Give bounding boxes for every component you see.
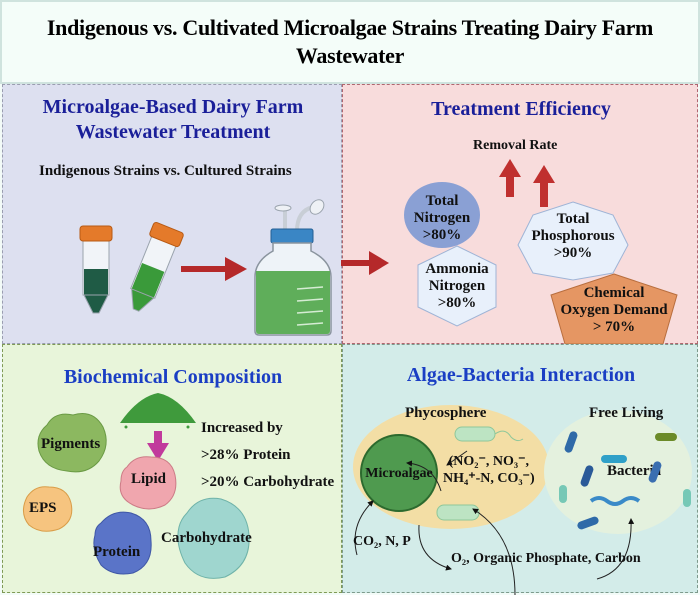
falcon-tube-indigenous-icon	[79, 225, 113, 314]
eps-blob	[23, 486, 73, 532]
increase-label: Increased by	[201, 420, 283, 436]
phycosphere-label: Phycosphere	[405, 405, 487, 421]
arrow-right-icon	[181, 257, 247, 281]
inputs-label: CO₂, N, P	[353, 534, 411, 549]
removal-rate-label: Removal Rate	[473, 138, 558, 153]
treatment-heading: Microalgae-Based Dairy Farm Wastewater T…	[3, 95, 343, 145]
strains-subtitle: Indigenous Strains vs. Cultured Strains	[39, 163, 292, 179]
bacteria-label: Bacteria	[607, 463, 662, 479]
free-living-bacteria-icon	[559, 431, 691, 530]
component-pigments: Pigments	[41, 436, 101, 452]
increase-carbohydrate: >20% Carbohydrate	[201, 474, 335, 490]
microalgae-label: Microalgae	[365, 466, 433, 481]
component-eps: EPS	[29, 500, 57, 516]
component-carbohydrate: Carbohydrate	[161, 530, 252, 546]
protein-blob	[93, 511, 152, 575]
total-phosphorous-heptagon	[517, 201, 629, 281]
ammonia-nitrogen-hexagon	[417, 245, 497, 327]
arrow-up-icon	[533, 165, 555, 207]
outputs-label: O₂, Organic Phosphate, Carbon	[451, 551, 641, 566]
free-living-region	[544, 410, 692, 534]
algae-powder-icon	[120, 393, 196, 429]
metric-total-nitrogen: Total Nitrogen >80%	[413, 193, 471, 243]
microalgae-cell-icon	[360, 434, 438, 512]
falcon-tube-cultured-icon	[130, 221, 184, 312]
flow-arrows-icon	[354, 450, 635, 595]
panel-algae-bacteria-interaction: Algae-Bacteria Interaction Phycosphere M…	[342, 344, 698, 595]
metric-total-phosphorous: Total Phosphorous >90%	[531, 211, 615, 261]
page-title: Indigenous vs. Cultivated Microalgae Str…	[0, 0, 700, 84]
metric-ammonia-nitrogen: Ammonia Nitrogen >80%	[425, 261, 489, 311]
free-living-label: Free Living	[589, 405, 664, 421]
efficiency-heading: Treatment Efficiency	[431, 98, 611, 120]
pigments-blob	[37, 413, 107, 473]
metric-chemical-oxygen-demand: Chemical Oxygen Demand > 70%	[560, 285, 668, 335]
panel-treatment-efficiency: Treatment Efficiency Removal Rate Total …	[341, 84, 698, 345]
increase-protein: >28% Protein	[201, 447, 291, 463]
culture-bottle-icon	[254, 199, 332, 336]
total-nitrogen-ellipse	[404, 182, 480, 248]
component-protein: Protein	[93, 544, 141, 560]
interaction-heading: Algae-Bacteria Interaction	[406, 364, 636, 386]
bacterium-icon	[454, 426, 524, 442]
treatment-heading-line1: Microalgae-Based Dairy Farm	[42, 96, 304, 118]
increase-summary: Increased by >28% Protein >20% Carbohydr…	[201, 415, 334, 496]
carbohydrate-blob	[177, 497, 250, 579]
arrow-right-icon	[341, 251, 389, 275]
nutrients-label: (NO₂⁻, NO₃⁻, NH₄⁺-N, CO₃⁻)	[443, 454, 535, 486]
lipid-blob	[119, 456, 177, 510]
panel-biochemical-composition: Biochemical Composition Pigments Lipid E…	[2, 344, 342, 593]
biochemical-heading: Biochemical Composition	[63, 366, 283, 388]
treatment-heading-line2: Wastewater Treatment	[75, 121, 271, 143]
component-lipid: Lipid	[131, 471, 167, 487]
arrow-down-icon	[147, 431, 169, 461]
arrow-up-icon	[499, 159, 521, 197]
panel-wastewater-treatment: Microalgae-Based Dairy Farm Wastewater T…	[2, 84, 342, 344]
